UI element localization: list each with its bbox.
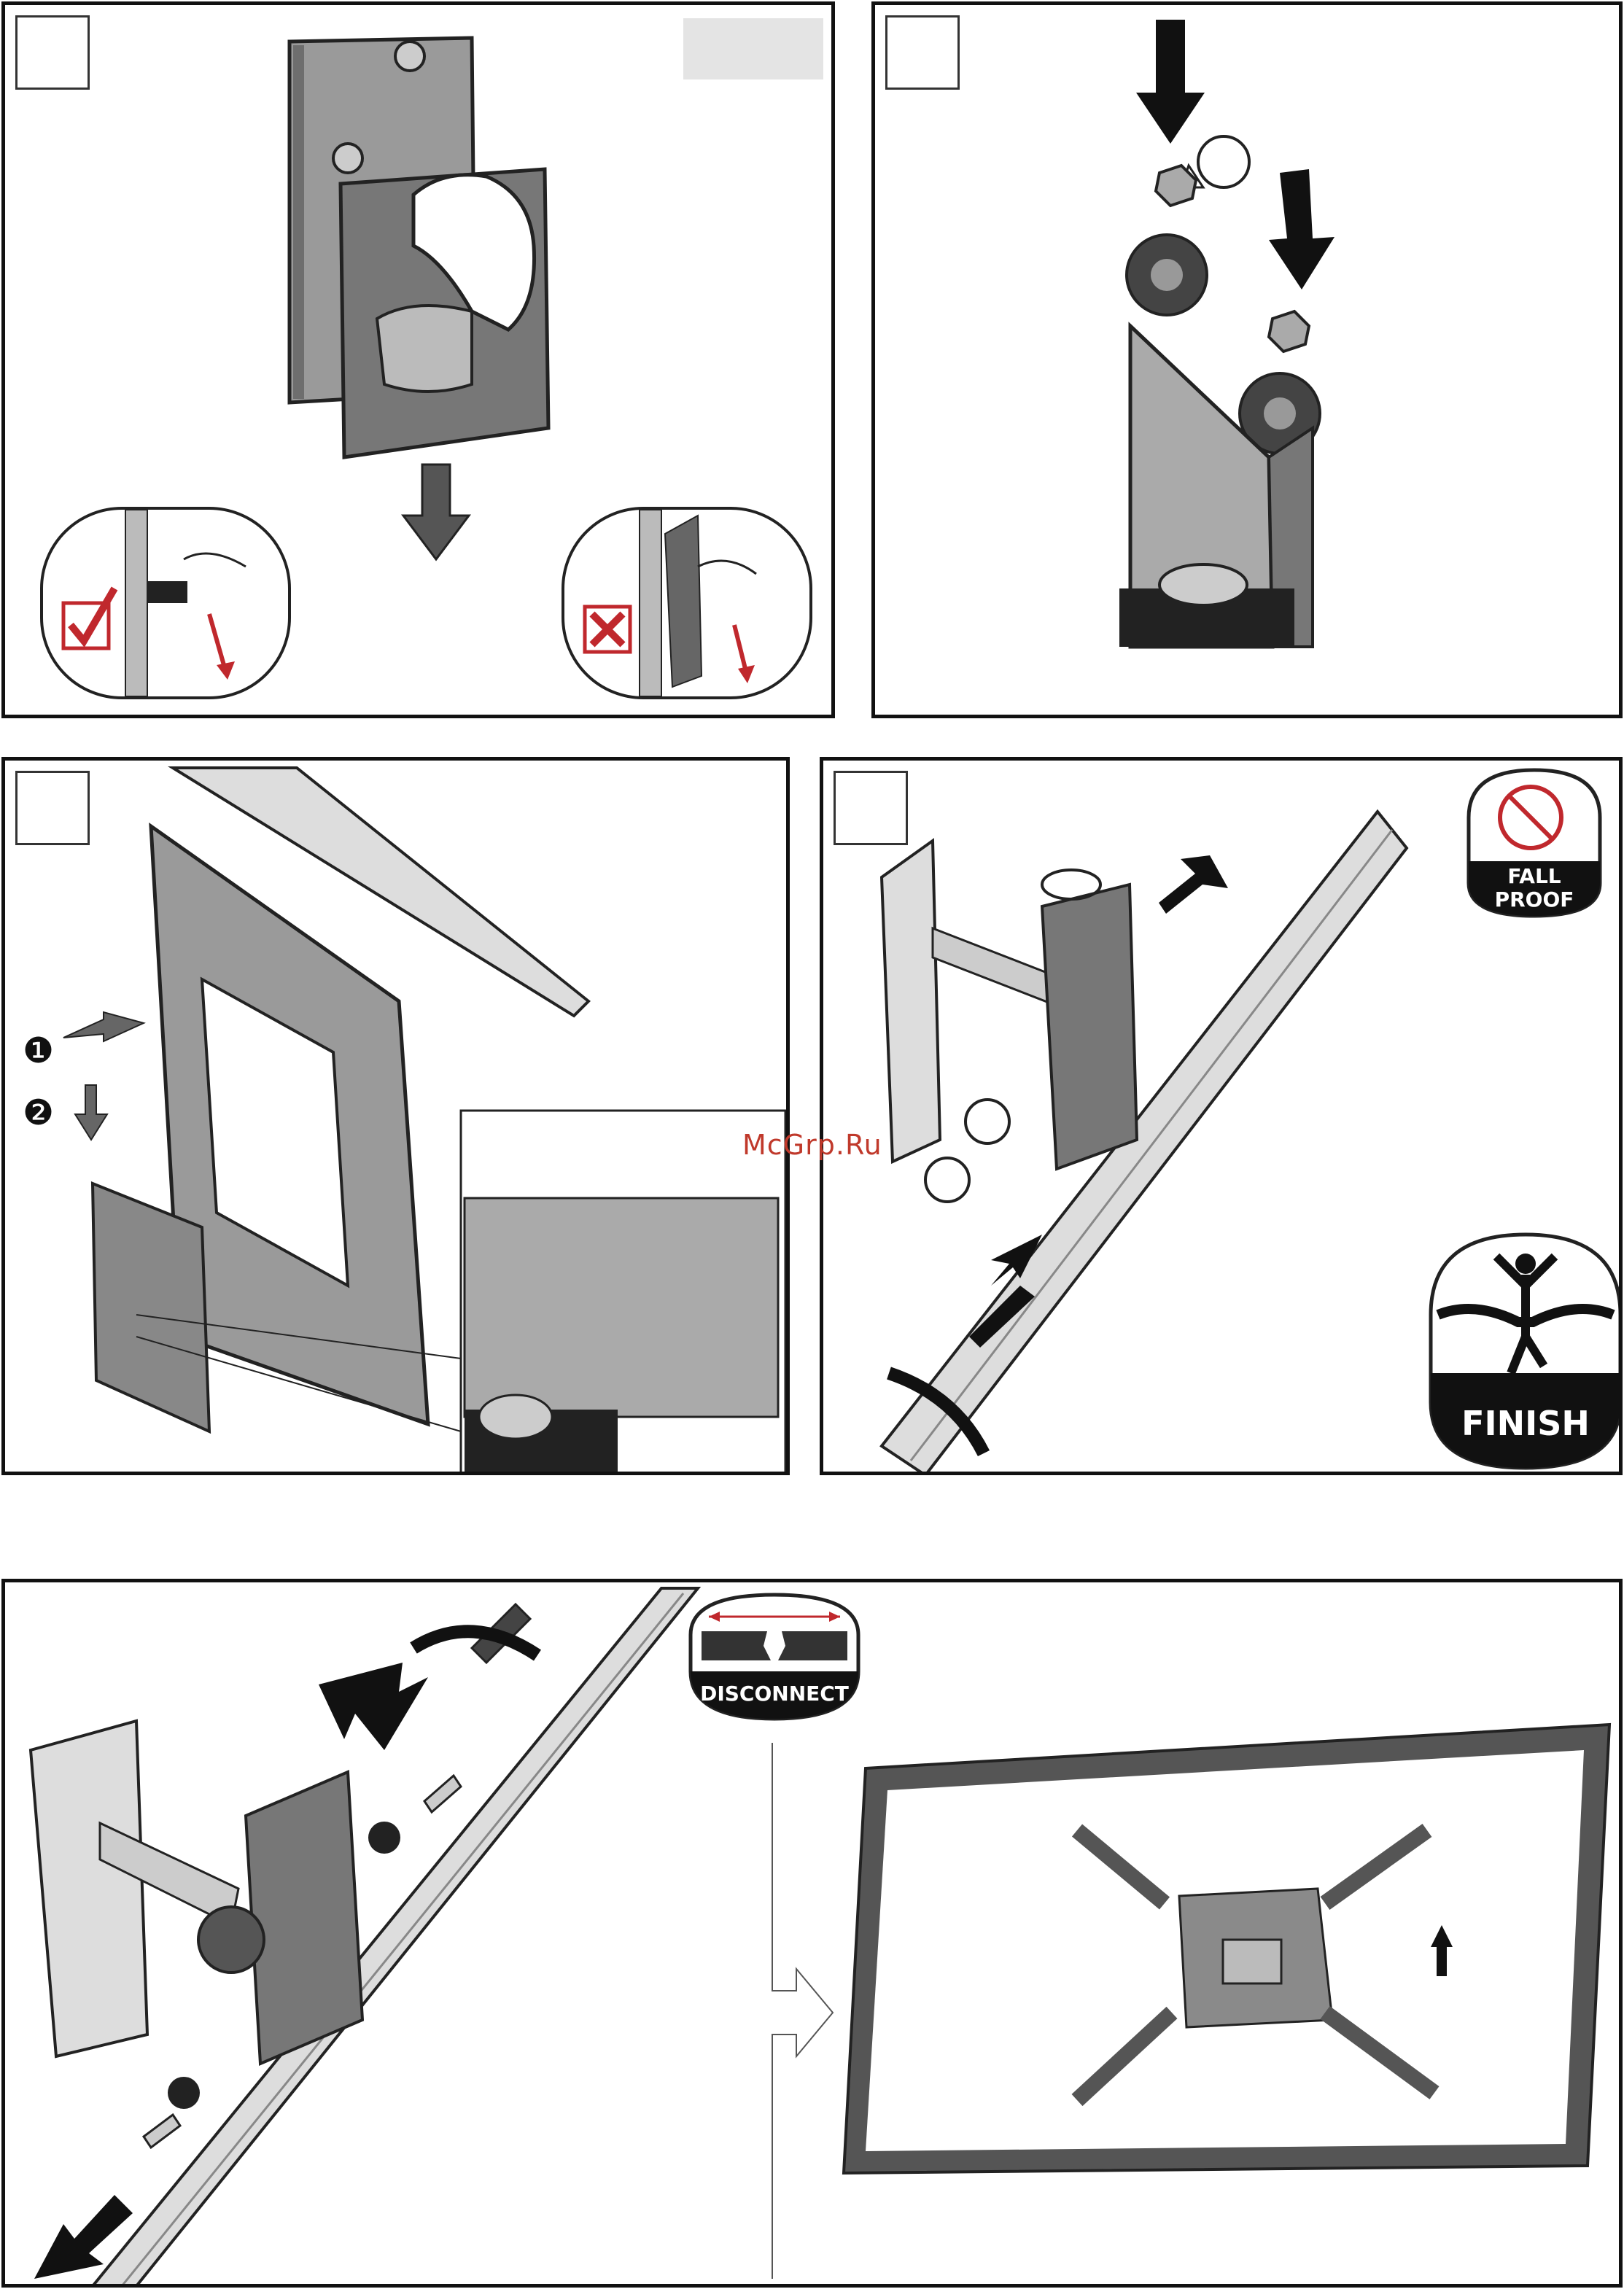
disconnect-badge: DISCONNECT xyxy=(687,1591,862,1722)
step-panel-5: DISCONNECT xyxy=(1,1579,1623,2288)
svg-text:FINISH: FINISH xyxy=(1461,1404,1590,1443)
watermark: McGrp.Ru xyxy=(742,1129,882,1161)
bracket-nut-illustration xyxy=(875,5,1623,718)
svg-text:DISCONNECT: DISCONNECT xyxy=(700,1682,849,1706)
callout-circle xyxy=(1198,136,1249,187)
step-panel-1 xyxy=(1,1,835,718)
plate-attach-illustration xyxy=(5,761,790,1475)
finish-badge: FINISH xyxy=(1423,1227,1623,1475)
step-panel-4: FALL PROOF FINISH xyxy=(820,757,1623,1475)
fall-proof-badge: FALL PROOF xyxy=(1465,766,1604,920)
step-panel-2 xyxy=(871,1,1623,718)
svg-text:FALL: FALL xyxy=(1507,864,1561,888)
wall-plate-illustration xyxy=(5,5,835,718)
step-panel-3: ❶ ❷ xyxy=(1,757,790,1475)
svg-text:PROOF: PROOF xyxy=(1495,887,1574,912)
